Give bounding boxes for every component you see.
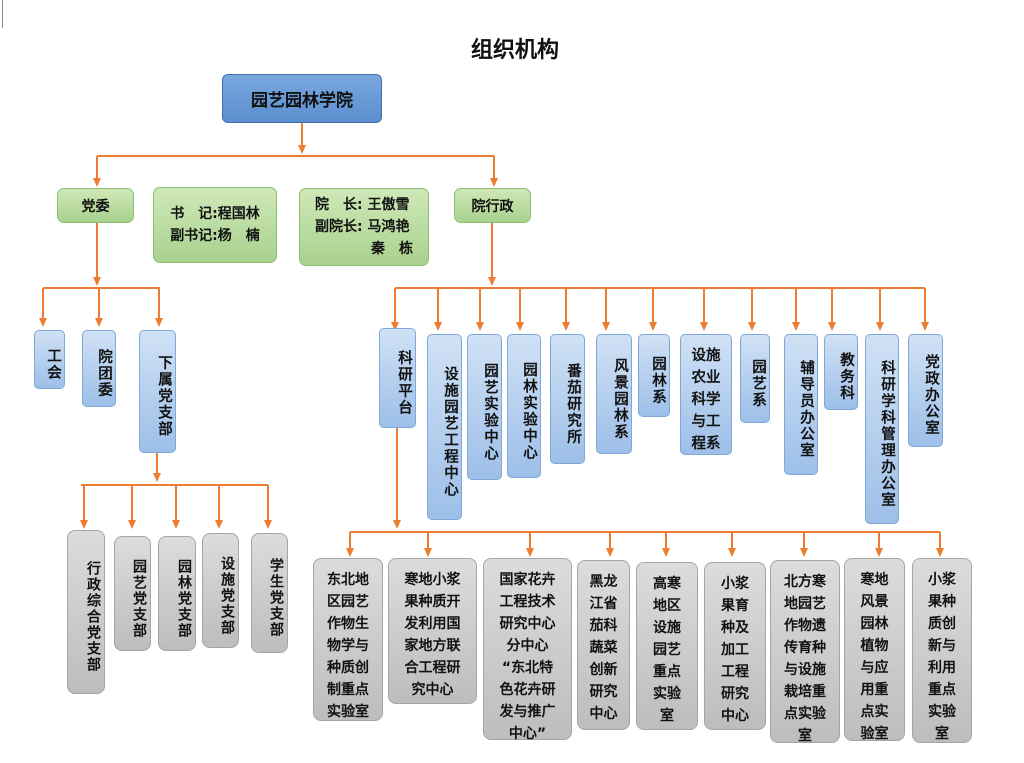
admin-unit-research-management-office: 科研学科管理办公室 bbox=[865, 334, 899, 524]
platform-heilongjiang-solanaceae-center: 黑龙 江省 茄科 蔬菜 创新 研究 中心 bbox=[577, 560, 630, 730]
admin-unit-horticulture-dept: 园艺系 bbox=[740, 334, 770, 423]
deans-box: 院 长: 王傲雪 副院长: 马鸿艳 秦 栋 bbox=[299, 188, 429, 266]
party-branch-students: 学生党支部 bbox=[251, 533, 288, 653]
admin-unit-landscape-dept: 园林系 bbox=[638, 334, 670, 417]
admin-unit-landscape-lab-center: 园林实验中心 bbox=[507, 334, 541, 478]
platform-berry-breeding-processing-center: 小浆 果育 种及 加工 工程 研究 中心 bbox=[704, 562, 766, 730]
party-branch-horticulture: 园艺党支部 bbox=[114, 536, 151, 651]
platform-berry-germplasm-lab: 小浆 果种 质创 新与 利用 重点 实验 室 bbox=[912, 558, 972, 743]
secretaries-box: 书 记:程国林 副书记:杨 楠 bbox=[153, 187, 277, 263]
party-branch-landscape: 园林党支部 bbox=[158, 536, 196, 651]
admin-unit-research-platform: 科研平台 bbox=[379, 328, 416, 428]
admin-unit-facility-agriculture-dept: 设施 农业 科学 与工 程系 bbox=[680, 334, 732, 455]
platform-northeast-horticulture-lab: 东北地 区园艺 作物生 物学与 种质创 制重点 实验室 bbox=[313, 558, 383, 721]
platform-alpine-facility-horticulture-lab: 高寒 地区 设施 园艺 重点 实验 室 bbox=[636, 562, 698, 730]
platform-northern-cold-horticulture-lab: 北方寒 地园艺 作物遗 传育种 与设施 栽培重 点实验 室 bbox=[770, 560, 840, 744]
admin-unit-tomato-institute: 番茄研究所 bbox=[550, 334, 585, 464]
college-administration: 院行政 bbox=[454, 188, 531, 223]
platform-berry-national-engineering-center: 寒地小浆 果种质开 发利用国 家地方联 合工程研 究中心 bbox=[388, 558, 477, 704]
platform-national-flower-engineering-subcenter: 国家花卉 工程技术 研究中心 分中心 “东北特 色花卉研 发与推广 中心” bbox=[483, 558, 572, 742]
party-unit-sub-branches: 下属党支部 bbox=[139, 330, 176, 453]
page-title: 组织机构 bbox=[470, 38, 559, 63]
admin-unit-landscape-architecture-dept: 风景园林系 bbox=[596, 334, 632, 454]
party-unit-youth-league: 院团委 bbox=[82, 330, 116, 407]
root-college: 园艺园林学院 bbox=[222, 74, 382, 123]
admin-unit-counselor-office: 辅导员办公室 bbox=[784, 334, 818, 475]
admin-unit-academic-affairs: 教务科 bbox=[824, 334, 858, 410]
party-committee: 党委 bbox=[57, 188, 134, 223]
admin-unit-party-admin-office: 党政办公室 bbox=[908, 334, 943, 447]
admin-unit-horticulture-lab-center: 园艺实验中心 bbox=[467, 334, 502, 480]
party-branch-admin: 行政综合党支部 bbox=[67, 530, 105, 694]
party-unit-union: 工会 bbox=[34, 330, 65, 389]
platform-cold-landscape-plant-lab: 寒地 风景 园林 植物 与应 用重 点实 验室 bbox=[844, 558, 905, 742]
page-edge-mark bbox=[2, 0, 3, 28]
admin-unit-facility-engineering-center: 设施园艺工程中心 bbox=[427, 334, 462, 520]
party-branch-facility: 设施党支部 bbox=[202, 533, 239, 648]
